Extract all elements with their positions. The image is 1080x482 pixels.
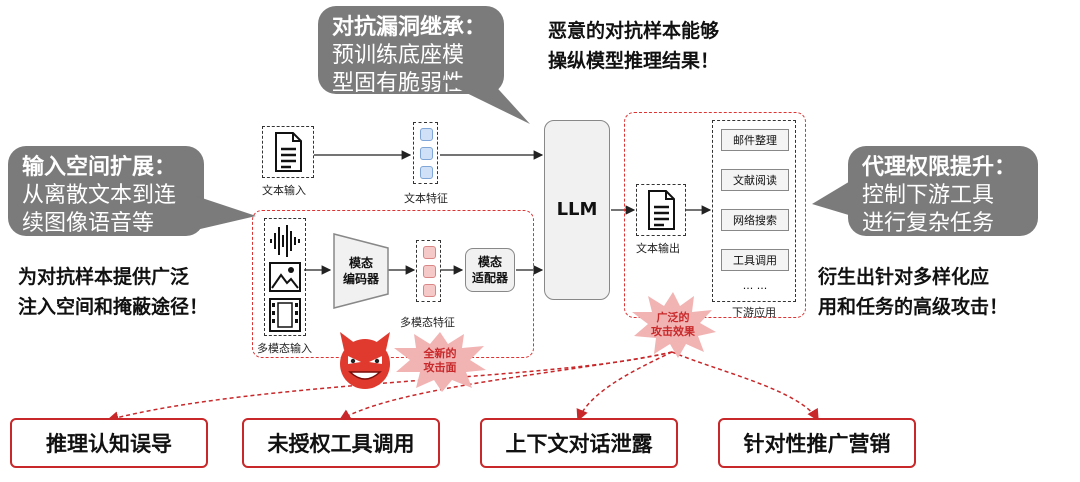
callout-line: 从离散文本到连	[22, 183, 177, 208]
broad-attack-effect-label: 广泛的 攻击效果	[651, 311, 695, 338]
document-icon	[275, 132, 302, 172]
audio-icon	[270, 225, 300, 257]
multimodal-feature-label: 多模态特征	[400, 316, 455, 329]
text-feature-label: 文本特征	[404, 192, 448, 205]
callout-line: 进行复杂任务	[862, 211, 995, 236]
downstream-apps-box: 邮件整理 文献阅读 网络搜索 工具调用 ... ...	[712, 120, 796, 302]
callout-line: 型固有脆弱性	[332, 71, 465, 96]
output-region	[624, 112, 806, 318]
agent-permission-callout: 代理权限提升： 控制下游工具 进行复杂任务	[848, 146, 1038, 236]
statement-line: 为对抗样本提供广泛	[18, 266, 190, 288]
video-icon	[269, 298, 301, 332]
image-icon	[269, 262, 301, 292]
statement-line: 操纵模型推理结果！	[548, 50, 720, 72]
callout-tail	[196, 196, 256, 230]
app-item-reading: 文献阅读	[721, 169, 789, 191]
app-item-email: 邮件整理	[721, 129, 789, 151]
adversarial-inheritance-callout: 对抗漏洞继承： 预训练底座模 型固有脆弱性	[318, 6, 504, 96]
app-item-tools: 工具调用	[721, 249, 789, 271]
left-statement: 为对抗样本提供广泛 注入空间和掩蔽途径！	[18, 262, 208, 322]
text-input-label: 文本输入	[262, 184, 306, 197]
app-item-more: ... ...	[742, 279, 768, 292]
top-statement: 恶意的对抗样本能够 操纵模型推理结果！	[548, 16, 719, 76]
multimodal-feature-box	[416, 240, 441, 302]
callout-line: 续图像语音等	[22, 211, 155, 236]
text-output-label: 文本输出	[636, 242, 680, 255]
text-feature-token	[420, 147, 433, 160]
text-feature-token	[420, 128, 433, 141]
multimodal-icons	[269, 225, 301, 332]
attack-context-leak: 上下文对话泄露	[480, 418, 678, 468]
text-input-box	[262, 126, 314, 178]
multimodal-input-box	[264, 218, 306, 336]
statement-line: 注入空间和掩蔽途径！	[18, 296, 209, 318]
multimodal-feature-token	[423, 265, 436, 278]
encoder-shape	[333, 233, 389, 309]
text-feature-token	[420, 166, 433, 179]
multimodal-region	[252, 210, 534, 358]
multimodal-feature-token	[423, 246, 436, 259]
callout-heading: 代理权限提升：	[862, 155, 1017, 180]
right-statement: 衍生出针对多样化应 用和任务的高级攻击！	[818, 262, 1008, 322]
text-output-box	[636, 184, 686, 236]
app-item-search: 网络搜索	[721, 209, 789, 231]
statement-line: 衍生出针对多样化应	[818, 266, 990, 288]
llm-box: LLM	[544, 120, 610, 300]
callout-line: 预训练底座模	[332, 43, 465, 68]
new-attack-surface-label: 全新的 攻击面	[423, 347, 457, 374]
burst-shape	[632, 292, 716, 358]
adapter-box: 模态 适配器	[465, 248, 515, 292]
attack-targeted-marketing: 针对性推广营销	[718, 418, 916, 468]
callout-line: 控制下游工具	[862, 183, 995, 208]
downstream-label: 下游应用	[732, 306, 776, 319]
callout-heading: 对抗漏洞继承：	[332, 15, 487, 40]
statement-line: 恶意的对抗样本能够	[548, 20, 720, 42]
multimodal-input-label: 多模态输入	[257, 342, 312, 355]
callout-tail	[812, 180, 852, 216]
text-feature-box	[413, 122, 438, 184]
burst-shape	[394, 332, 486, 392]
attack-reasoning-misguide: 推理认知误导	[10, 418, 208, 468]
statement-line: 用和任务的高级攻击！	[818, 296, 1009, 318]
encoder-label: 模态 编码器	[342, 256, 379, 286]
document-icon	[648, 190, 675, 230]
devil-icon	[340, 332, 390, 389]
attack-unauthorized-tool-call: 未授权工具调用	[242, 418, 440, 468]
multimodal-feature-token	[423, 284, 436, 297]
callout-tail	[440, 80, 530, 124]
callout-heading: 输入空间扩展：	[22, 155, 177, 180]
input-space-callout: 输入空间扩展： 从离散文本到连 续图像语音等	[8, 146, 204, 236]
